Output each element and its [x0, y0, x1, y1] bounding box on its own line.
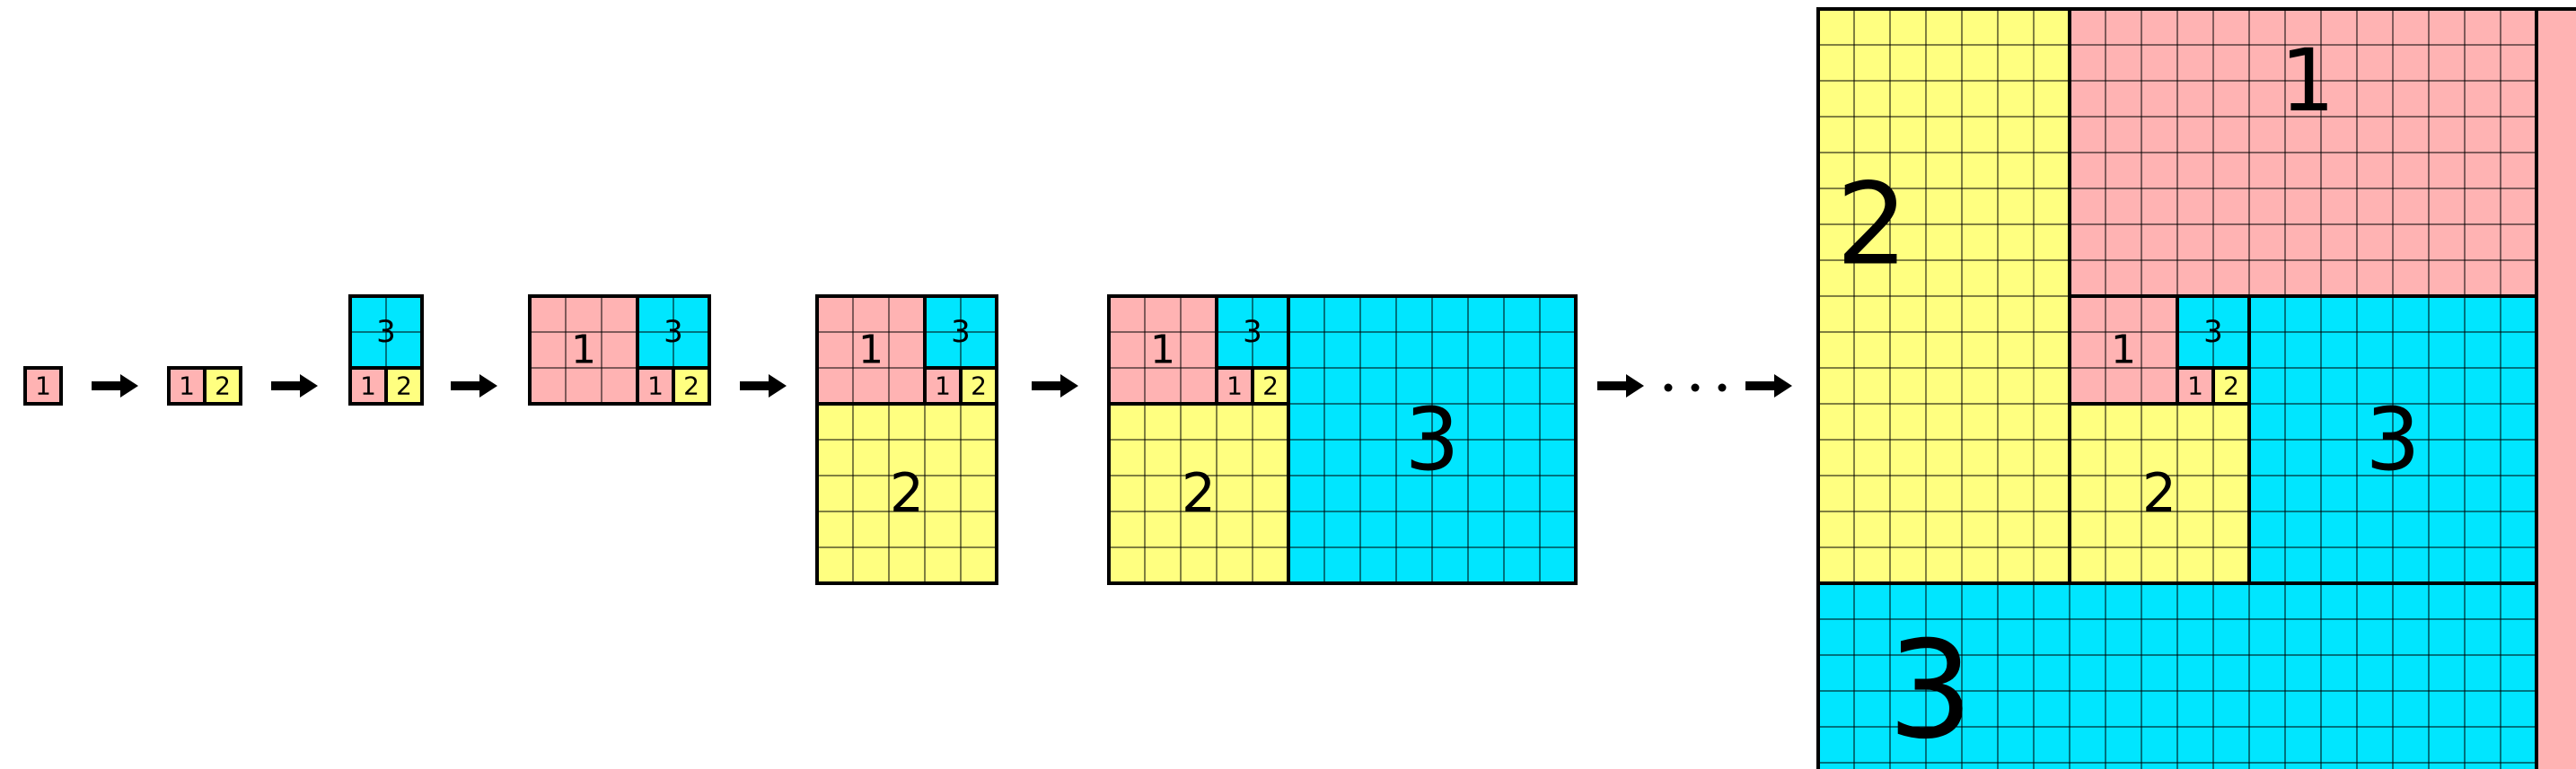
- stage2-square-1-label: 1: [179, 371, 195, 401]
- final-square-3-large-label: 3: [1887, 613, 1973, 769]
- stage4-square-3-border: [636, 294, 711, 370]
- final-square-2-medium-fill: [2070, 404, 2249, 583]
- stage4-square-1-large-grid: [530, 296, 637, 404]
- stage4-square-3-label: 3: [664, 314, 683, 350]
- arrow-right-icon-6: [1597, 374, 1644, 398]
- arrow-right-icon-7: [1745, 374, 1792, 398]
- stage5-square-2-large-label: 2: [890, 462, 924, 525]
- stage4-square-3-grid: [637, 296, 709, 368]
- final-square-3-medium-grid: [2249, 296, 2536, 583]
- stage6-square-3-large-grid: [1288, 296, 1576, 583]
- arrow-right-icon-1: [92, 374, 138, 398]
- final-square-1-medium-grid: [2070, 296, 2177, 404]
- final-square-1-medium-label: 1: [2111, 328, 2136, 373]
- stage5-square-1-large-fill: [817, 296, 925, 404]
- ellipsis-dot-icon-3: [1718, 383, 1727, 392]
- stage5-square-2-small-label: 2: [971, 371, 987, 401]
- stage4-square-1-small-fill: [637, 368, 673, 404]
- stage1-square-1-border: [23, 366, 63, 406]
- final-edge-pink-fill: [2536, 9, 2576, 769]
- stage6-square-3-small-label: 3: [1243, 314, 1262, 350]
- final-square-2-small-label: 2: [2223, 371, 2239, 401]
- stage3-square-3-grid: [350, 296, 422, 368]
- stage6-square-1-small-label: 1: [1226, 371, 1243, 401]
- stage6-square-1-small-fill: [1217, 368, 1253, 404]
- stage6-square-3-large-label: 3: [1404, 389, 1459, 490]
- stage5-square-2-large-border: [815, 402, 998, 585]
- stage5-square-1-small-label: 1: [935, 371, 951, 401]
- stage1-square-1-fill: [25, 368, 61, 404]
- final-square-3-small-label: 3: [2203, 314, 2223, 350]
- stage5-square-3-label: 3: [951, 314, 971, 350]
- stage2-square-2-label: 2: [215, 371, 231, 401]
- stage6-square-1-large-label: 1: [1150, 328, 1175, 373]
- final-square-3-small-grid: [2177, 296, 2249, 368]
- stage4-square-1-large-label: 1: [571, 328, 596, 373]
- arrow-right-icon-3: [451, 374, 497, 398]
- stage3-square-2-label: 2: [396, 371, 412, 401]
- final-square-1-small-label: 1: [2187, 371, 2203, 401]
- arrow-right-icon-5: [1032, 374, 1078, 398]
- stage3-square-1-fill: [350, 368, 386, 404]
- final-square-2-large-label: 2: [1836, 159, 1908, 291]
- stage6-square-2-small-label: 2: [1262, 371, 1279, 401]
- final-square-1-large-label: 1: [2280, 31, 2334, 131]
- final-square-2-small-fill: [2213, 368, 2249, 404]
- ellipsis-dot-icon-2: [1691, 383, 1700, 392]
- final-square-1-medium-fill: [2070, 296, 2177, 404]
- stage2-square-2-border: [203, 366, 242, 406]
- stage3-square-1-label: 1: [360, 371, 376, 401]
- final-square-2-medium-grid: [2070, 404, 2249, 583]
- stage3-square-2-fill: [386, 368, 422, 404]
- final-square-2-medium-label: 2: [2142, 462, 2176, 525]
- stage5-square-3-border: [923, 294, 998, 370]
- final-square-1-small-fill: [2177, 368, 2213, 404]
- stage5-square-1-small-fill: [925, 368, 961, 404]
- final-square-3-medium-label: 3: [2365, 389, 2420, 490]
- stage6-square-2-large-fill: [1109, 404, 1288, 583]
- final-square-2-large-grid: [1818, 9, 2070, 583]
- stage6-square-3-large-border: [1287, 294, 1578, 585]
- stage5-square-1-large-label: 1: [858, 328, 884, 373]
- stage5-square-2-large-grid: [817, 404, 997, 583]
- arrow-right-icon-4: [740, 374, 787, 398]
- stage6-square-2-large-grid: [1109, 404, 1288, 583]
- stage6-square-2-large-label: 2: [1182, 462, 1216, 525]
- stage4-square-1-small-label: 1: [647, 371, 664, 401]
- final-outer-border: [1816, 7, 2576, 769]
- stage4-square-2-fill: [673, 368, 709, 404]
- stage5-square-2-large-fill: [817, 404, 997, 583]
- stage6-square-1-large-grid: [1109, 296, 1217, 404]
- final-square-1-large-grid: [2070, 9, 2536, 296]
- stage3-square-3-label: 3: [376, 314, 396, 350]
- stage5-square-1-large-grid: [817, 296, 925, 404]
- stage4-square-1-large-fill: [530, 296, 637, 404]
- stage2-square-2-fill: [205, 368, 241, 404]
- stage4-square-2-label: 2: [683, 371, 699, 401]
- stage2-square-1-fill: [169, 368, 205, 404]
- stage6-square-2-small-fill: [1253, 368, 1288, 404]
- stage6-square-3-small-grid: [1217, 296, 1288, 368]
- stage3-square-3-border: [348, 294, 424, 370]
- ellipsis-dot-icon-1: [1664, 383, 1673, 392]
- stage5-square-2-small-fill: [961, 368, 997, 404]
- stage5-square-3-grid: [925, 296, 997, 368]
- stage6-square-1-large-fill: [1109, 296, 1217, 404]
- stage1-square-1-label: 1: [35, 371, 51, 401]
- arrow-right-icon-2: [271, 374, 318, 398]
- final-square-3-large-grid: [1818, 583, 2536, 769]
